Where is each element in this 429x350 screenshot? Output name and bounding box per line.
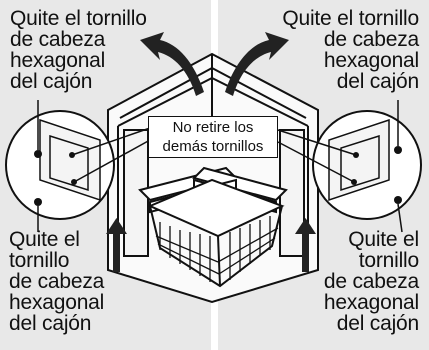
label-line: de cabeza [323,270,419,293]
label-line: hexagonal [323,291,419,314]
label-line: tornillo [9,249,70,272]
remove-screw-label-bottom-right: Quite el tornillo de cabeza hexagonal de… [324,229,419,334]
label-line: Quite el tornillo [10,7,147,30]
callout-line: No retire los [172,119,254,136]
label-line: de cabeza [9,270,105,293]
leader-lines [37,100,403,233]
label-line: del cajón [9,312,92,335]
label-line: hexagonal [323,49,419,72]
wire-basket [147,178,285,288]
label-line: de cabeza [323,28,419,51]
remove-screw-label-top-left: Quite el tornillo de cabeza hexagonal de… [10,8,147,92]
label-line: tornillo [358,249,419,272]
detail-brackets [39,118,390,202]
label-line: Quite el [9,228,80,251]
label-line: de cabeza [10,28,106,51]
label-line: del cajón [336,70,419,93]
remove-screw-label-top-right: Quite el tornillo de cabeza hexagonal de… [282,8,419,92]
do-not-remove-callout: No retire los demás tornillos [148,116,278,158]
label-line: Quite el tornillo [282,7,419,30]
label-line: Quite el [348,228,419,251]
label-line: del cajón [10,70,93,93]
callout-line: demás tornillos [162,138,264,155]
lift-arrows [106,218,316,272]
open-arrows [140,32,289,96]
remove-screw-label-bottom-left: Quite el tornillo de cabeza hexagonal de… [9,229,104,334]
label-line: hexagonal [9,291,105,314]
label-line: hexagonal [10,49,106,72]
label-line: del cajón [336,312,419,335]
